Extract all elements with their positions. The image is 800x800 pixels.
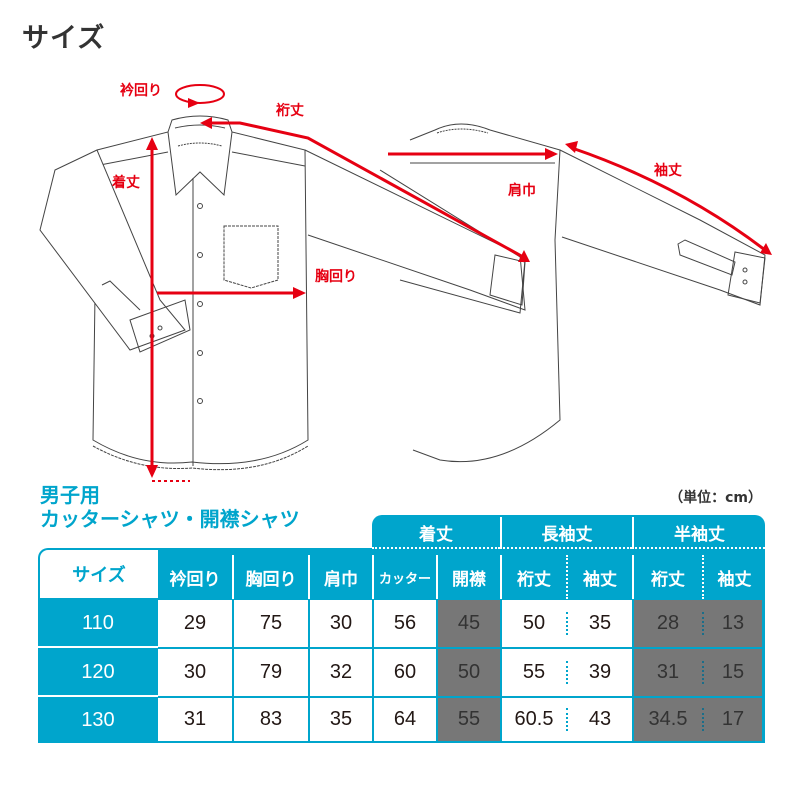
col-header-long-yuki: 裄丈 (500, 555, 566, 599)
back-shirt-outline (379, 123, 766, 463)
cell-shoulder: 35 (310, 698, 372, 741)
label-length: 着丈 (112, 175, 140, 191)
group-header-length: 着丈 (372, 517, 500, 549)
cell-long-sleeve: 43 (588, 708, 612, 730)
group-header-long-sleeve: 長袖丈 (500, 517, 632, 549)
cell-long-yuki: 55 (502, 661, 568, 684)
cell-shoulder: 30 (310, 600, 372, 647)
col-header-short-sleeve: 袖丈 (702, 555, 765, 599)
label-yuki: 裄丈 (276, 103, 304, 119)
cell-long-pair: 50 35 (502, 600, 632, 647)
cell-cutter: 60 (374, 649, 436, 696)
col-header-size: サイズ (40, 550, 158, 598)
col-header-long-sleeve: 袖丈 (566, 555, 632, 599)
col-header-chest: 胸回り (232, 555, 308, 599)
label-chest: 胸回り (315, 269, 357, 285)
col-header-short-yuki: 裄丈 (632, 555, 702, 599)
cell-long-pair: 55 39 (502, 649, 632, 696)
cell-chest: 83 (234, 698, 308, 741)
cell-chest: 75 (234, 600, 308, 647)
col-header-collar: 衿回り (169, 569, 221, 590)
cell-short-pair: 34.5 17 (634, 698, 762, 741)
cell-long-sleeve: 35 (588, 612, 612, 634)
unit-label: （単位：cm） (669, 490, 762, 506)
section-title-line2: カッターシャツ・開襟シャツ (40, 507, 300, 531)
cell-short-yuki: 28 (634, 612, 704, 635)
label-sleeve: 袖丈 (654, 163, 682, 179)
cell-short-yuki: 31 (634, 661, 704, 684)
cell-cutter: 56 (374, 600, 436, 647)
front-shirt-outline (39, 115, 526, 471)
cell-long-yuki: 60.5 (502, 708, 568, 731)
cell-long-pair: 60.5 43 (502, 698, 632, 741)
cell-short-sleeve: 17 (721, 708, 745, 730)
cell-short-sleeve: 15 (721, 661, 745, 683)
row-size: 130 (81, 709, 115, 731)
cell-collar: 31 (158, 698, 232, 741)
cell-kaikin: 50 (438, 649, 500, 696)
cell-short-yuki: 34.5 (634, 708, 704, 731)
cell-cutter: 64 (374, 698, 436, 741)
cell-short-pair: 31 15 (634, 649, 762, 696)
label-shoulder: 肩巾 (508, 183, 536, 199)
cell-long-sleeve: 39 (588, 661, 612, 683)
cell-collar: 29 (158, 600, 232, 647)
col-header-cutter: カッター (372, 555, 436, 599)
page-title: サイズ (22, 23, 106, 54)
col-header-shoulder: 肩巾 (308, 555, 372, 599)
cell-short-sleeve: 13 (721, 612, 745, 634)
group-header-band (372, 515, 765, 551)
label-collar: 衿回り (120, 83, 162, 99)
row-size: 110 (38, 600, 158, 648)
cell-chest: 79 (234, 649, 308, 696)
group-header-short-sleeve: 半袖丈 (632, 517, 765, 549)
cell-kaikin: 55 (438, 698, 500, 741)
cell-kaikin: 45 (438, 600, 500, 647)
col-header-kaikin: 開襟 (436, 555, 500, 599)
cell-shoulder: 32 (310, 649, 372, 696)
section-title-line1: 男子用 (40, 483, 100, 507)
size-table: 着丈 長袖丈 半袖丈 サイズ 衿回り 胸回り 肩巾 カッター 開襟 裄丈 袖丈 … (38, 515, 765, 743)
measurement-arrows (146, 84, 772, 482)
cell-collar: 30 (158, 649, 232, 696)
cell-short-pair: 28 13 (634, 600, 762, 647)
shirt-diagram (39, 84, 772, 482)
row-size: 120 (38, 649, 158, 697)
cell-long-yuki: 50 (502, 612, 568, 635)
